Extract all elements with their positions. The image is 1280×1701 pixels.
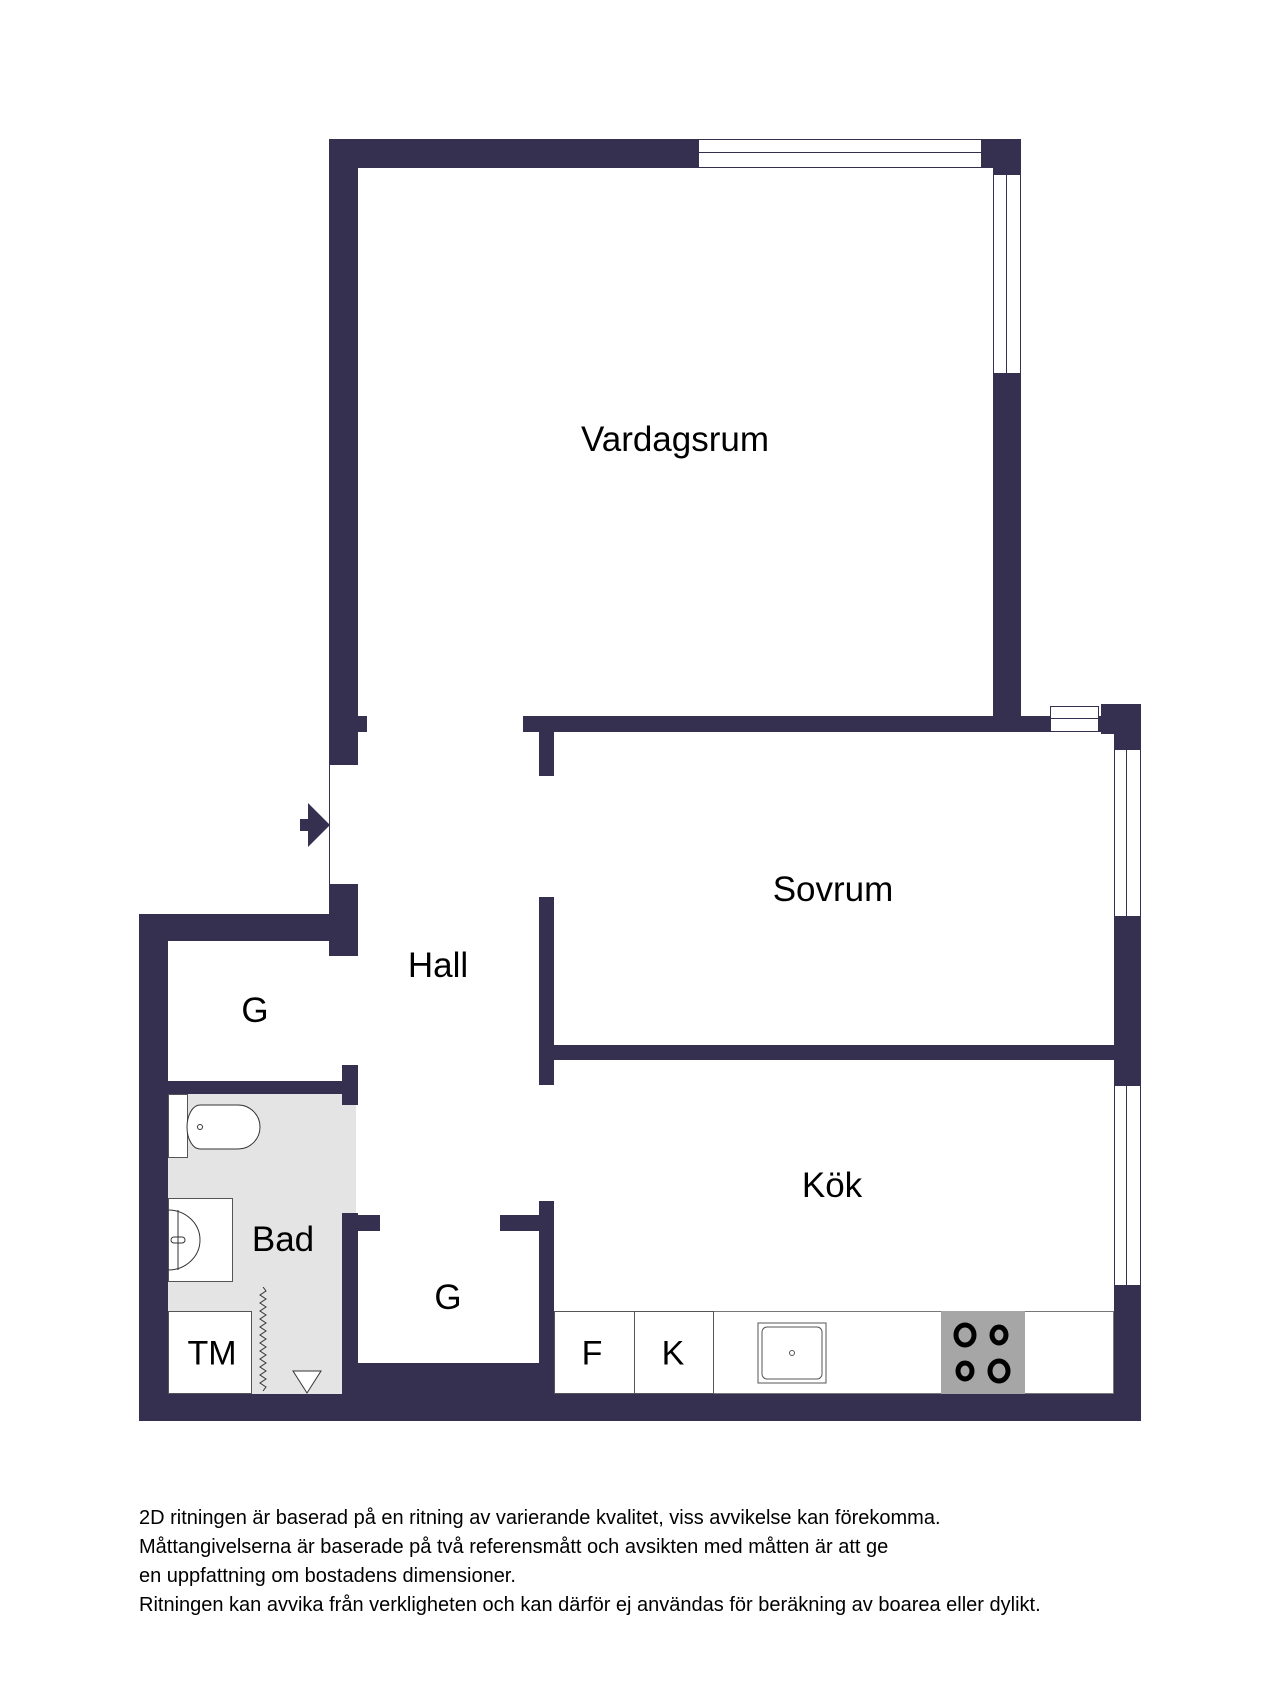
toilet-icon [186, 1104, 261, 1150]
fridge [554, 1311, 635, 1394]
wall-hall-left-a [342, 941, 358, 955]
freezer-label: K [661, 1334, 685, 1373]
floor-drain-icon [292, 1370, 322, 1394]
window-bedroom [1114, 749, 1141, 917]
wall-bottom [139, 1394, 1141, 1421]
wall-hall-bedroom-b [539, 897, 554, 1085]
disclaimer-line: 2D ritningen är baserad på en ritning av… [139, 1507, 941, 1529]
wall-closet2-stub-r [500, 1215, 539, 1231]
wall-closet-bottom [342, 1363, 554, 1394]
disclaimer-line: Måttangivelserna är baserade på två refe… [139, 1536, 889, 1558]
toilet-tank [168, 1094, 188, 1158]
wall-stub [329, 716, 367, 732]
wall-hall-kitchen [539, 1201, 554, 1394]
wall-hall-left-b [342, 1065, 358, 1105]
window-living-top [698, 139, 982, 168]
washer-cabinet [168, 1311, 252, 1394]
window-kitchen [1114, 1085, 1141, 1286]
fridge-label: F [581, 1334, 603, 1373]
wall-hall-left-c [342, 1213, 358, 1394]
shower-curtain-icon [259, 1287, 267, 1392]
freezer [634, 1311, 714, 1394]
room-label-bedroom: Sovrum [772, 870, 894, 909]
room-label-closet2: G [434, 1278, 462, 1317]
disclaimer-line: Ritningen kan avvika från verkligheten o… [139, 1594, 1041, 1616]
washbasin-icon [168, 1209, 201, 1271]
wall-closet2-stub-l [358, 1215, 380, 1231]
window-living-right [993, 174, 1021, 374]
stove-icon [941, 1311, 1025, 1394]
washer-label: TM [187, 1334, 237, 1373]
window-small-top [1050, 706, 1099, 732]
wall-outer-top-left [139, 914, 358, 941]
wall-hall-bedroom-a [539, 732, 554, 776]
disclaimer-line: en uppfattning om bostadens dimensioner. [139, 1565, 516, 1587]
wall-left-upper [329, 139, 358, 765]
sink-icon [757, 1322, 827, 1384]
room-label-closet1: G [241, 991, 269, 1030]
wall-corner [1101, 704, 1141, 734]
room-label-living: Vardagsrum [580, 420, 770, 459]
room-label-bath: Bad [251, 1220, 315, 1259]
wall-living-bedroom [523, 716, 1141, 732]
wall-outer-left [139, 914, 168, 1421]
room-label-hall: Hall [407, 946, 469, 985]
entrance-arrow-icon [300, 803, 330, 847]
wall-closet-bath [168, 1081, 358, 1094]
wall-bedroom-kitchen [554, 1045, 1114, 1060]
room-label-kitchen: Kök [801, 1166, 863, 1205]
